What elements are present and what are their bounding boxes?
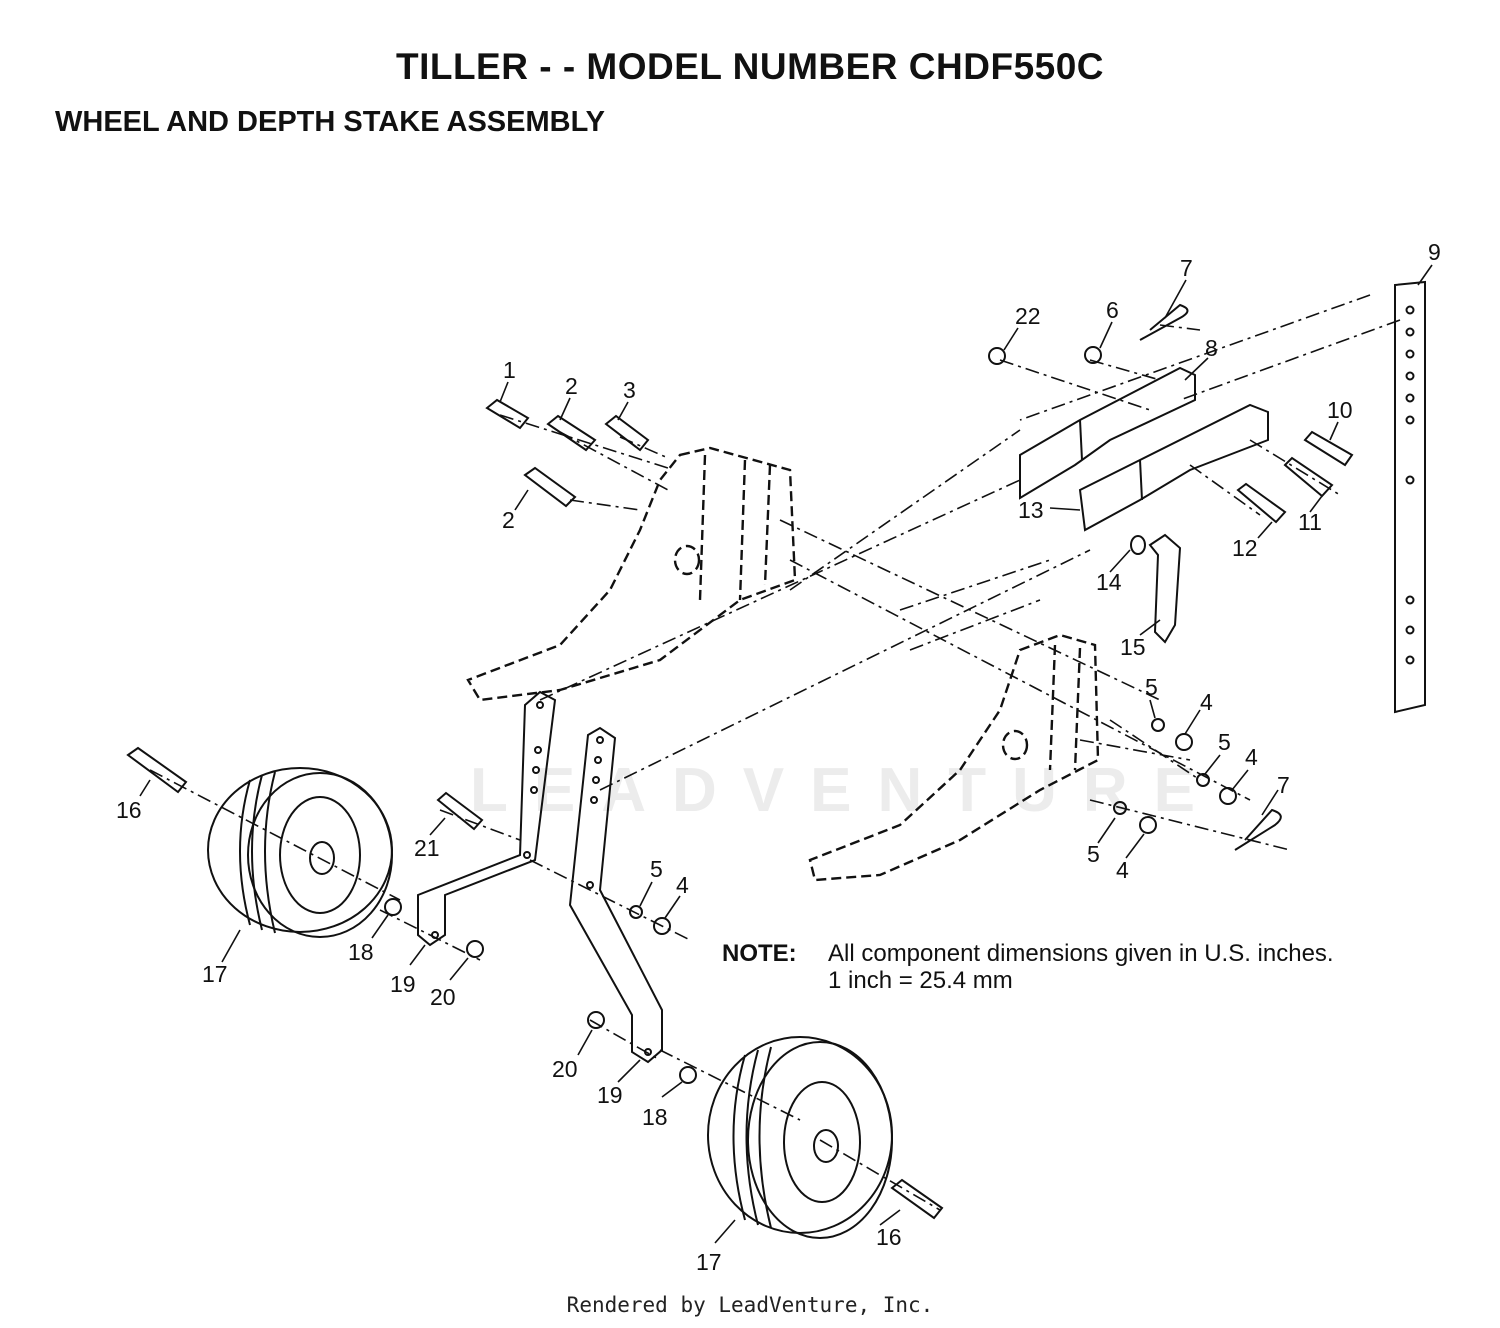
callout-15: 15 — [1120, 634, 1146, 660]
watermark: LEADVENTURE — [470, 756, 1222, 825]
note-line-1: All component dimensions given in U.S. i… — [828, 940, 1334, 967]
callout-8: 8 — [1205, 335, 1218, 361]
wheel-bracket-right — [568, 726, 663, 1064]
callout-4: 4 — [676, 872, 689, 898]
callout-2: 2 — [502, 507, 515, 533]
callout-5: 5 — [650, 856, 663, 882]
callout-12: 12 — [1232, 535, 1258, 561]
callout-11: 11 — [1298, 509, 1322, 535]
callout-5: 5 — [1145, 674, 1158, 700]
callout-4: 4 — [1116, 857, 1129, 883]
callout-17: 17 — [202, 961, 228, 987]
bolt-16b — [890, 1178, 944, 1220]
stake-bracket-upper — [1019, 366, 1196, 500]
bolt-2a — [546, 414, 597, 452]
leader-lines — [139, 264, 1433, 1244]
footer-credit: Rendered by LeadVenture, Inc. — [566, 1293, 934, 1317]
wheel-bracket-left — [417, 690, 557, 947]
callout-13: 13 — [1018, 497, 1044, 523]
bolt-1 — [485, 398, 530, 430]
callout-18: 18 — [348, 939, 374, 965]
bolt-16a — [126, 746, 188, 794]
callout-7: 7 — [1277, 772, 1290, 798]
callout-5: 5 — [1087, 841, 1100, 867]
note-label: NOTE: — [722, 940, 797, 967]
note-line-2: 1 inch = 25.4 mm — [828, 967, 1013, 994]
right-side-bracket — [808, 633, 1100, 882]
callout-17: 17 — [696, 1249, 722, 1275]
bolt-12 — [1236, 482, 1287, 524]
stake-bracket-lower — [1078, 403, 1269, 532]
bolt-2b — [523, 466, 577, 508]
callout-19: 19 — [597, 1082, 623, 1108]
depth-clip — [1130, 533, 1182, 644]
callout-numbers: 1 2 2 3 22 6 7 8 9 10 11 12 13 14 15 5 4… — [116, 239, 1441, 1275]
callout-4: 4 — [1200, 689, 1213, 715]
callout-22: 22 — [1015, 303, 1041, 329]
callout-4: 4 — [1245, 744, 1258, 770]
pin-10 — [1303, 430, 1354, 467]
left-side-bracket — [466, 446, 797, 702]
callout-19: 19 — [390, 971, 416, 997]
callout-16: 16 — [876, 1224, 902, 1250]
assembly-subtitle: WHEEL AND DEPTH STAKE ASSEMBLY — [55, 106, 605, 138]
callout-14: 14 — [1096, 569, 1122, 595]
callout-6: 6 — [1106, 297, 1119, 323]
callout-21: 21 — [414, 835, 440, 861]
depth-stake — [1394, 280, 1426, 714]
bolt-11 — [1283, 456, 1334, 498]
callout-3: 3 — [623, 377, 636, 403]
wheel-right — [707, 1036, 893, 1239]
hair-pins — [1139, 303, 1282, 851]
dimension-note: NOTE: All component dimensions given in U… — [722, 940, 1334, 994]
bolt-3 — [604, 414, 650, 452]
callout-10: 10 — [1327, 397, 1353, 423]
page-title: TILLER - - MODEL NUMBER CHDF550C — [395, 46, 1105, 87]
callout-20: 20 — [430, 984, 456, 1010]
wheel-left — [207, 767, 393, 938]
nuts-washers — [384, 346, 1237, 1084]
assembly-lines — [149, 294, 1401, 1211]
callout-20: 20 — [552, 1056, 578, 1082]
callout-18: 18 — [642, 1104, 668, 1130]
bolt-21 — [436, 791, 484, 831]
callout-5: 5 — [1218, 729, 1231, 755]
callout-2: 2 — [565, 373, 578, 399]
callout-9: 9 — [1428, 239, 1441, 265]
callout-7: 7 — [1180, 255, 1193, 281]
callout-1: 1 — [503, 357, 516, 383]
callout-16: 16 — [116, 797, 142, 823]
